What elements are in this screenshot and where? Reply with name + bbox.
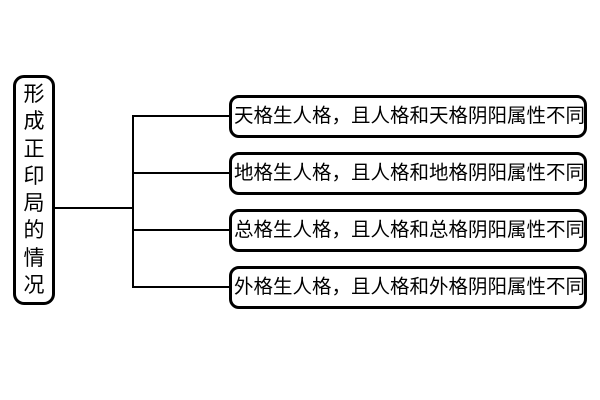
leaf-node-label: 总格生人格，且人格和总格阴阳属性不同 xyxy=(234,218,586,241)
root-node-char: 印 xyxy=(23,164,45,188)
connector-branch-2 xyxy=(132,172,230,174)
root-node-char: 形 xyxy=(23,83,45,107)
connector-branch-1 xyxy=(132,115,230,117)
root-node: 形 成 正 印 局 的 情 况 xyxy=(13,75,55,305)
leaf-node-zongge: 总格生人格，且人格和总格阴阳属性不同 xyxy=(229,209,587,252)
root-node-char: 正 xyxy=(23,137,45,161)
connector-trunk xyxy=(53,207,134,209)
leaf-node-label: 天格生人格，且人格和天格阴阳属性不同 xyxy=(234,104,586,127)
root-node-char: 局 xyxy=(23,192,45,216)
connector-spine xyxy=(132,115,134,288)
leaf-node-tiange: 天格生人格，且人格和天格阴阳属性不同 xyxy=(229,95,587,138)
connector-branch-3 xyxy=(132,229,230,231)
root-node-char: 况 xyxy=(23,273,45,297)
leaf-node-label: 地格生人格，且人格和地格阴阳属性不同 xyxy=(234,161,586,184)
root-node-char: 的 xyxy=(23,219,45,243)
leaf-node-waige: 外格生人格，且人格和外格阴阳属性不同 xyxy=(229,266,587,309)
root-node-char: 成 xyxy=(23,110,45,134)
leaf-node-label: 外格生人格，且人格和外格阴阳属性不同 xyxy=(234,275,586,298)
connector-branch-4 xyxy=(132,286,230,288)
leaf-node-dige: 地格生人格，且人格和地格阴阳属性不同 xyxy=(229,152,587,195)
root-node-char: 情 xyxy=(23,246,45,270)
